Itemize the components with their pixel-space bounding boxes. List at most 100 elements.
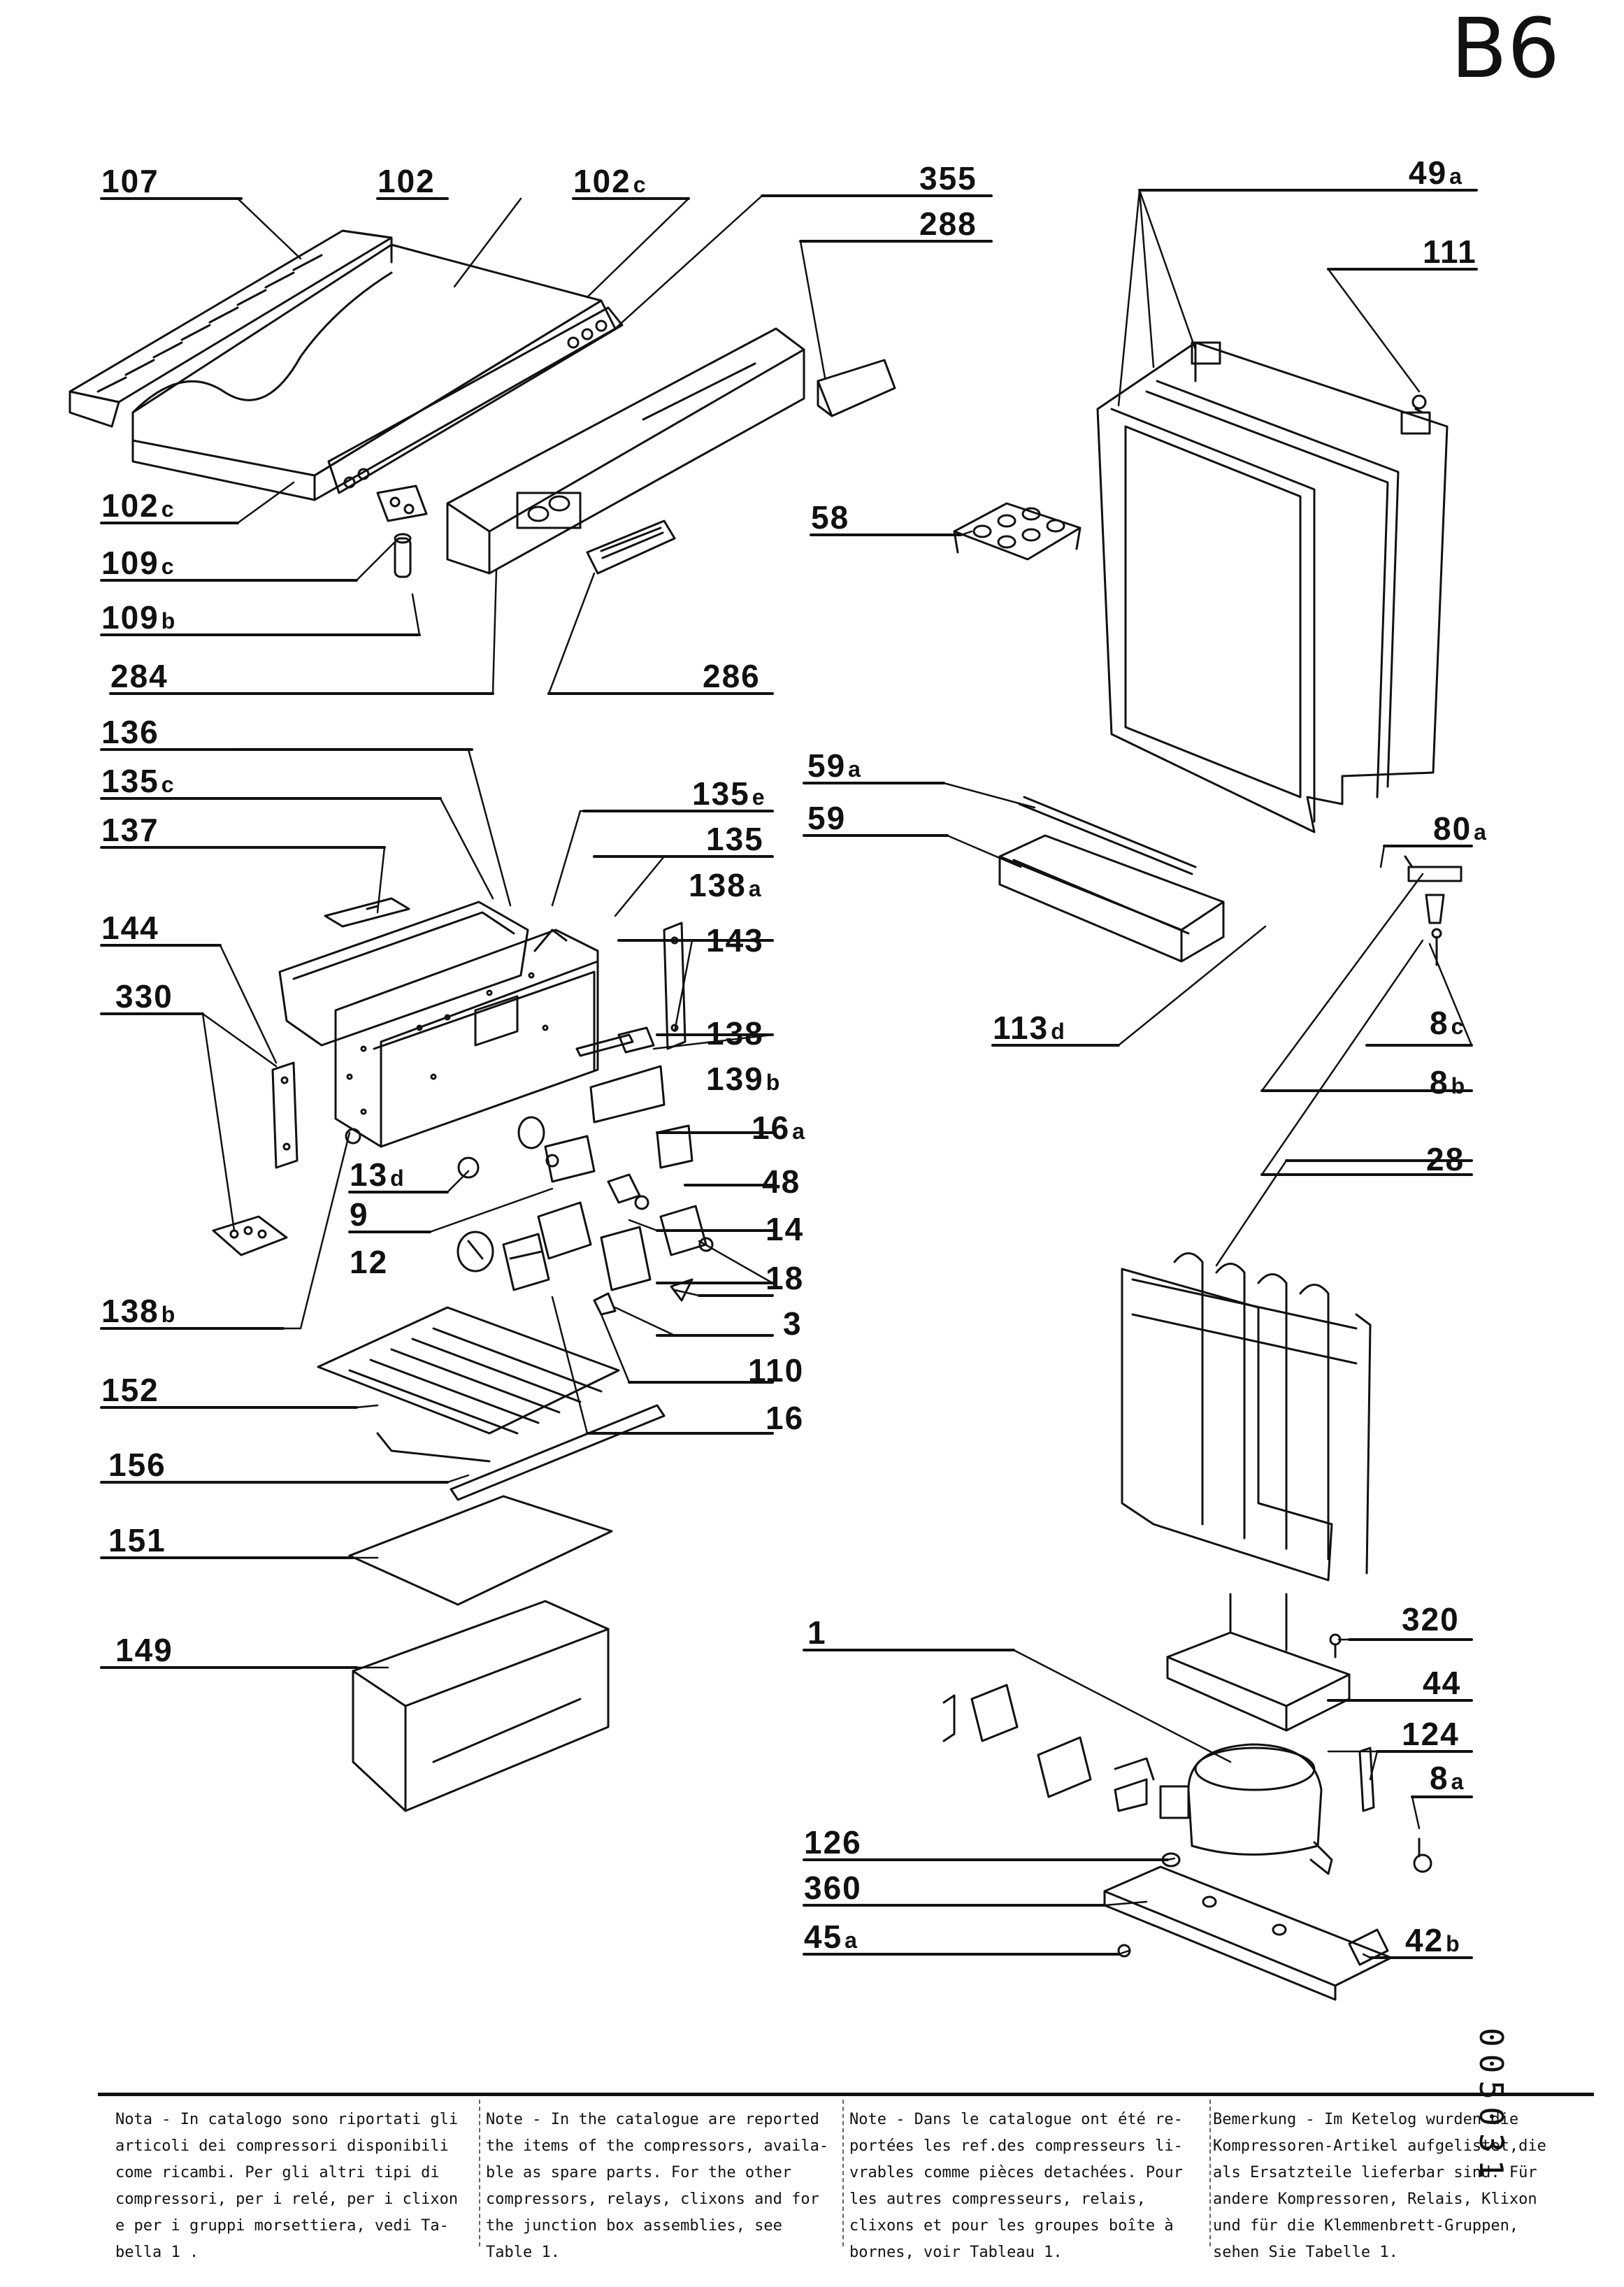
label-138b: 138b bbox=[101, 1293, 177, 1329]
label-13d: 13d bbox=[350, 1156, 405, 1193]
part-58-egg-tray bbox=[953, 502, 1082, 561]
part-102-top-panel bbox=[131, 243, 617, 501]
label-355: 355 bbox=[919, 160, 977, 196]
part-16-small-clip bbox=[593, 1292, 617, 1316]
label-136: 136 bbox=[101, 714, 159, 750]
note-separator bbox=[842, 2100, 844, 2246]
part-113d-hinge bbox=[1404, 855, 1463, 882]
part-110-relay bbox=[537, 1201, 592, 1260]
part-18-clip bbox=[670, 1278, 694, 1302]
part-288-knob-cover bbox=[817, 359, 896, 417]
part-28-condenser bbox=[1121, 1252, 1372, 1582]
label-42b: 42b bbox=[1405, 1922, 1461, 1958]
part-144-side-bracket bbox=[271, 1061, 299, 1169]
note-italian: Nota - In catalogo sono riportati gli ar… bbox=[115, 2111, 459, 2261]
label-286: 286 bbox=[703, 658, 761, 694]
part-44-drip-tray bbox=[1166, 1593, 1351, 1732]
label-110: 110 bbox=[748, 1352, 805, 1389]
label-8c: 8c bbox=[1430, 1005, 1465, 1041]
leader-lines bbox=[201, 189, 1473, 1959]
label-156: 156 bbox=[108, 1447, 166, 1483]
part-16a-plate bbox=[656, 1124, 694, 1169]
notes-section: Nota - In catalogo sono riportati gli ar… bbox=[98, 2093, 1587, 2261]
part-111-screw bbox=[1411, 394, 1427, 414]
part-59-door-shelf bbox=[998, 834, 1225, 963]
part-360-base-plate bbox=[1103, 1865, 1393, 2001]
part-126-foot bbox=[1161, 1852, 1181, 1867]
part-320-screw bbox=[1329, 1633, 1342, 1658]
label-330: 330 bbox=[115, 978, 173, 1015]
label-135: 135 bbox=[706, 821, 764, 857]
label-139b: 139b bbox=[706, 1061, 782, 1097]
part-8a-grommet bbox=[1413, 1837, 1432, 1873]
label-144: 144 bbox=[101, 910, 159, 946]
label-59a: 59a bbox=[807, 747, 862, 784]
part-49a-door-frame bbox=[1096, 341, 1449, 833]
part-1-relay-clip bbox=[942, 1684, 1155, 1812]
label-1: 1 bbox=[807, 1614, 827, 1651]
label-109c: 109c bbox=[101, 545, 175, 581]
label-138a: 138a bbox=[689, 867, 763, 903]
label-107: 107 bbox=[101, 163, 159, 199]
part-12-knob bbox=[457, 1231, 494, 1272]
part-59a-shelf-bar bbox=[1018, 796, 1197, 875]
label-16: 16 bbox=[766, 1400, 805, 1436]
label-360: 360 bbox=[804, 1870, 862, 1906]
note-separator bbox=[1209, 2100, 1211, 2246]
part-138a-hinge bbox=[617, 1026, 655, 1054]
label-44: 44 bbox=[1423, 1665, 1462, 1701]
part-138-strip bbox=[575, 1033, 634, 1057]
part-102c-side-strip bbox=[327, 306, 624, 494]
label-320: 320 bbox=[1402, 1601, 1460, 1637]
part-9-thermostat bbox=[517, 1116, 596, 1183]
label-124: 124 bbox=[1402, 1716, 1460, 1752]
part-139b-cover bbox=[589, 1065, 666, 1124]
label-143: 143 bbox=[706, 922, 764, 959]
part-355-284-control-housing bbox=[446, 327, 805, 575]
note-german: Bemerkung - Im Ketelog wurden die Kompre… bbox=[1213, 2111, 1546, 2261]
label-28: 28 bbox=[1426, 1141, 1465, 1177]
label-59: 59 bbox=[807, 800, 847, 836]
label-138: 138 bbox=[706, 1015, 764, 1052]
part-136-frame bbox=[278, 901, 529, 1047]
part-107-air-grille bbox=[69, 229, 393, 428]
part-156-strip bbox=[450, 1404, 666, 1501]
part-138b-knob bbox=[345, 1128, 361, 1145]
label-8b: 8b bbox=[1430, 1064, 1467, 1101]
label-111: 111 bbox=[1423, 234, 1477, 270]
part-151-glass-shelf bbox=[348, 1495, 613, 1606]
label-8a: 8a bbox=[1430, 1760, 1465, 1796]
part-13d-disc bbox=[457, 1156, 480, 1179]
part-286-badge bbox=[586, 519, 676, 575]
part-1-compressor bbox=[1159, 1743, 1333, 1875]
label-135c: 135c bbox=[101, 763, 175, 799]
label-3: 3 bbox=[783, 1305, 803, 1342]
page-code: B6 bbox=[1451, 0, 1560, 96]
label-45a: 45a bbox=[804, 1919, 858, 1955]
part-8b-screw bbox=[1431, 928, 1442, 966]
label-288: 288 bbox=[919, 206, 977, 242]
label-284: 284 bbox=[110, 658, 168, 694]
part-143-bracket bbox=[663, 922, 687, 1050]
note-separator bbox=[479, 2100, 480, 2246]
label-18: 18 bbox=[766, 1260, 805, 1296]
part-330-tray bbox=[212, 1215, 288, 1256]
part-149-crisper bbox=[352, 1600, 610, 1812]
label-14: 14 bbox=[766, 1211, 805, 1247]
label-underlines bbox=[100, 189, 1478, 1959]
label-149: 149 bbox=[115, 1632, 173, 1668]
label-109b: 109b bbox=[101, 599, 177, 636]
part-109c-hinge-plate bbox=[376, 485, 428, 522]
label-135e: 135e bbox=[692, 775, 766, 812]
part-135e-top-cover bbox=[533, 929, 568, 952]
label-48: 48 bbox=[762, 1163, 801, 1200]
part-16-terminal-block bbox=[502, 1233, 550, 1291]
label-16a: 16a bbox=[752, 1110, 806, 1146]
part-8c-bushing bbox=[1425, 894, 1445, 924]
label-113d: 113d bbox=[993, 1010, 1066, 1046]
notes-divider-rule bbox=[98, 2093, 1594, 2096]
label-58: 58 bbox=[811, 499, 850, 536]
part-137-clip bbox=[324, 897, 410, 928]
